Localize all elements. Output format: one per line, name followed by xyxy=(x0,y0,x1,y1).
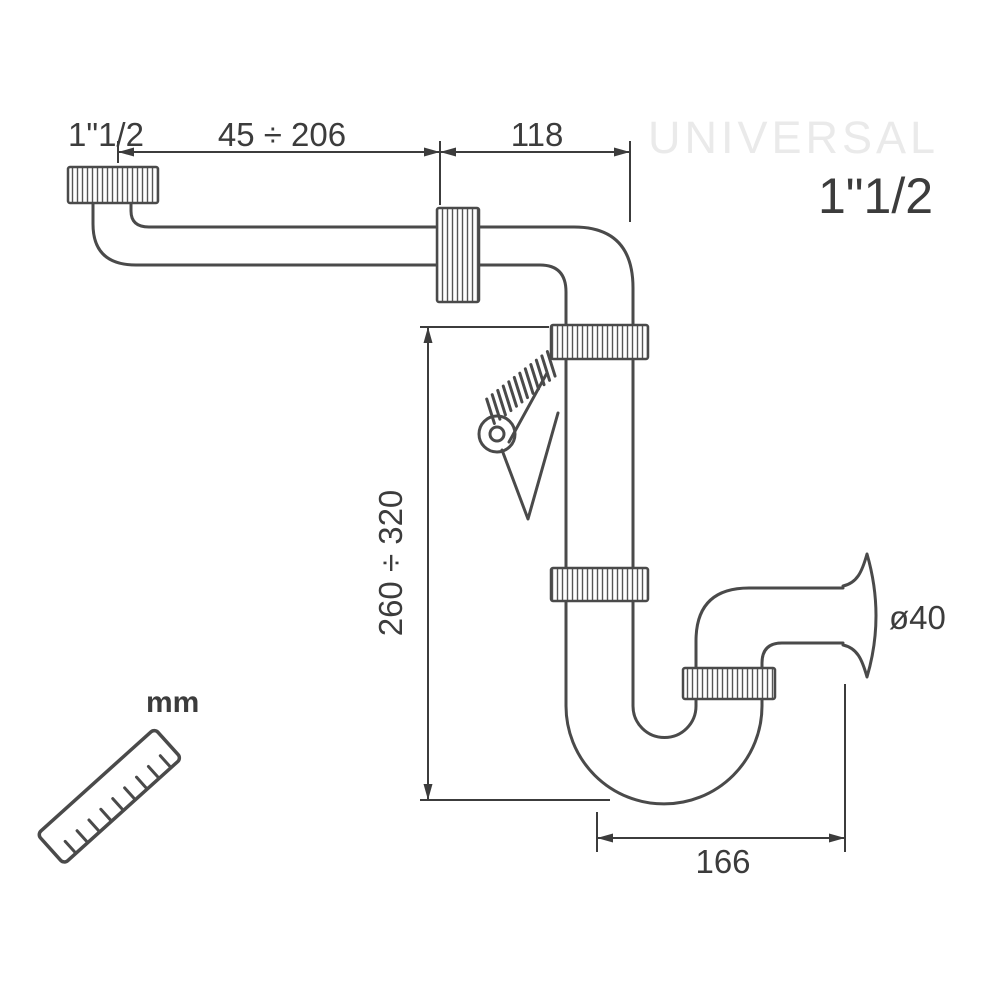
inlet-elbow-outer-edge xyxy=(477,225,635,327)
clip-ring-inner xyxy=(488,425,506,443)
clip-link-wire xyxy=(507,371,549,444)
size-label-large: 1"1/2 xyxy=(818,168,933,224)
body-nut-bottom xyxy=(549,566,650,603)
arrowhead xyxy=(597,833,613,843)
outlet-nut xyxy=(681,666,777,701)
ruler-body xyxy=(37,728,182,864)
dim-label-outlet-length: 166 xyxy=(695,843,750,880)
siphon-body xyxy=(91,201,878,806)
inlet-pipe-inner-edge xyxy=(129,201,442,229)
spring-clip xyxy=(477,350,560,521)
arrowhead xyxy=(118,147,134,157)
ruler-icon xyxy=(37,728,182,864)
arrowhead xyxy=(424,147,440,157)
dimension-lines xyxy=(117,141,846,852)
outlet-diameter-label: ø40 xyxy=(889,599,946,636)
spring-coil xyxy=(485,350,557,425)
inlet-elbow-inner-edge xyxy=(477,263,568,327)
arrowhead xyxy=(423,784,433,800)
clip-ring-outer xyxy=(477,414,517,454)
inlet-nut xyxy=(66,165,160,205)
dim-label-inlet-extension: 45 ÷ 206 xyxy=(218,116,346,153)
wall-flange xyxy=(841,552,878,679)
arrowhead xyxy=(440,147,456,157)
arrowhead xyxy=(829,833,845,843)
u-bend-inner-edge xyxy=(631,586,845,739)
u-bend-outer-edge xyxy=(564,599,845,806)
clip-hook-wire xyxy=(500,411,560,521)
arrowhead xyxy=(614,147,630,157)
compression-nut xyxy=(435,206,481,304)
body-nut-top xyxy=(549,323,650,361)
arrowhead xyxy=(423,327,433,343)
dim-label-inlet-to-trap: 118 xyxy=(511,116,564,153)
watermark: UNIVERSAL xyxy=(648,112,939,163)
inlet-size-label: 1"1/2 xyxy=(68,116,144,153)
dim-label-body-height: 260 ÷ 320 xyxy=(372,490,409,637)
inlet-pipe-outer-edge xyxy=(91,201,442,267)
unit-label: mm xyxy=(146,686,199,719)
ruler-ticks xyxy=(63,754,172,854)
